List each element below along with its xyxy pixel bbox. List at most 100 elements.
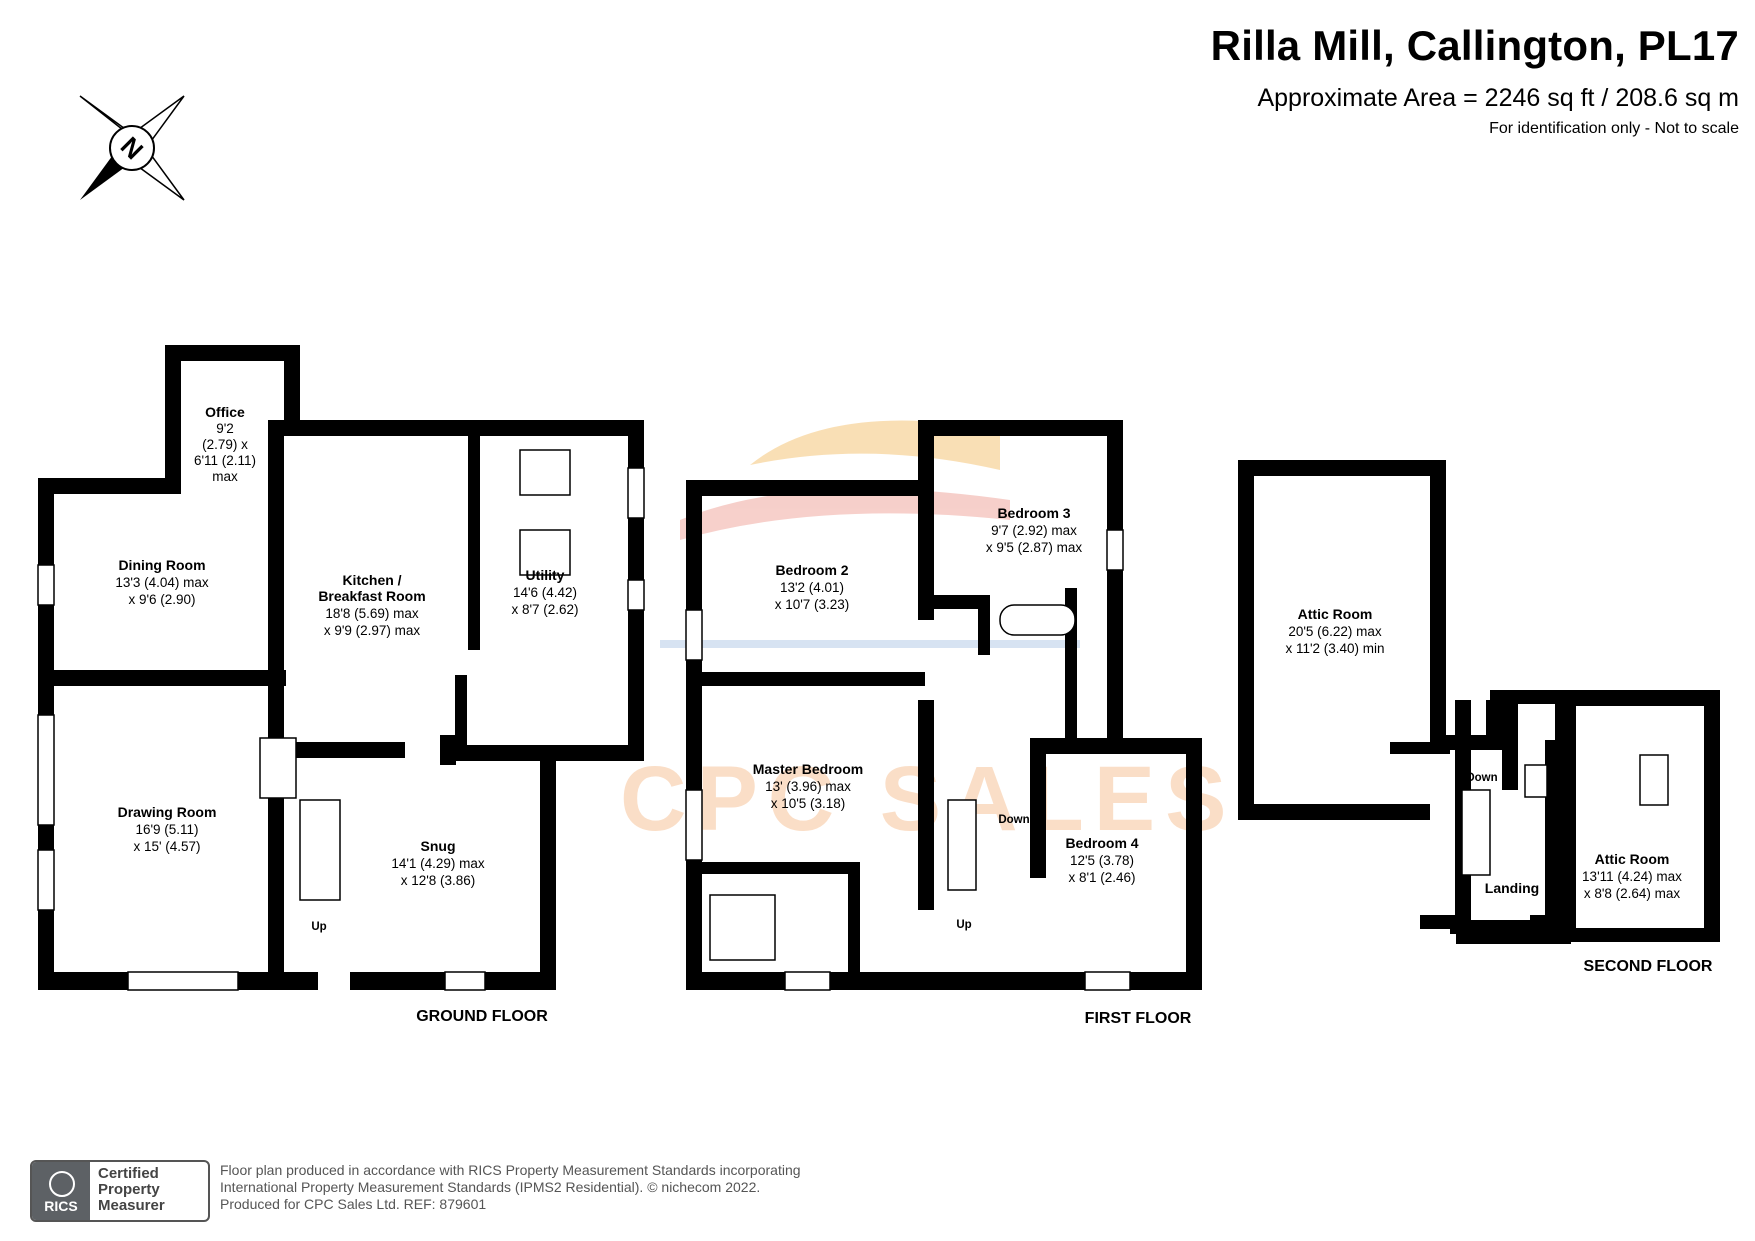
skylight	[1524, 764, 1548, 798]
wall	[1560, 690, 1720, 706]
room-dims: max	[212, 469, 238, 484]
room-name-kitchen: Kitchen /	[342, 572, 401, 588]
wall	[468, 420, 480, 650]
staircase	[1461, 789, 1491, 876]
room-dims: 12'5 (3.78)	[1070, 853, 1134, 868]
window	[784, 971, 831, 991]
wall	[1390, 742, 1450, 754]
wall	[686, 480, 926, 496]
window	[444, 971, 486, 991]
window	[1084, 971, 1131, 991]
room-dims: x 9'9 (2.97) max	[324, 623, 421, 638]
wall	[454, 420, 644, 436]
wall	[1186, 738, 1202, 990]
wall	[848, 874, 860, 974]
bathtub	[999, 604, 1076, 636]
room-dims: 9'7 (2.92) max	[991, 523, 1077, 538]
badge-line: Measurer	[98, 1197, 165, 1214]
wall	[38, 478, 168, 494]
wall	[455, 675, 467, 755]
wall	[38, 670, 286, 686]
window	[627, 579, 645, 611]
wall	[1502, 690, 1518, 790]
shower	[709, 894, 776, 961]
room-dims: x 12'8 (3.86)	[401, 873, 476, 888]
compass-dial	[109, 125, 155, 171]
room-name-drawing: Drawing Room	[118, 804, 217, 820]
wall	[280, 742, 405, 758]
wall	[978, 595, 990, 655]
room-dims: 18'8 (5.69) max	[325, 606, 419, 621]
window	[37, 849, 55, 911]
room-name-snug: Snug	[421, 838, 456, 854]
footer-line: Produced for CPC Sales Ltd. REF: 879601	[220, 1196, 487, 1212]
window	[37, 714, 55, 826]
badge-line: Certified	[98, 1165, 159, 1182]
wall	[165, 345, 181, 494]
badge-line: Property	[98, 1181, 160, 1198]
room-dims: 14'6 (4.42)	[513, 585, 577, 600]
footer-line: International Property Measurement Stand…	[220, 1179, 761, 1195]
staircase	[299, 799, 341, 901]
wall	[440, 735, 456, 765]
window	[37, 564, 55, 606]
room-name-office: Office	[205, 404, 245, 420]
room-dims: x 10'7 (3.23)	[775, 597, 850, 612]
rics-lion-icon	[49, 1171, 75, 1197]
room-dims: 13'11 (4.24) max	[1582, 869, 1682, 884]
wall	[1238, 460, 1254, 820]
fireplace	[259, 737, 297, 799]
wall	[268, 420, 284, 670]
room-dims: 14'1 (4.29) max	[391, 856, 485, 871]
wall	[1430, 460, 1446, 750]
window	[685, 789, 703, 861]
room-name-bedroom-4: Bedroom 4	[1065, 835, 1138, 851]
watermark-swoosh-mid	[680, 488, 1010, 540]
wall	[1238, 804, 1430, 820]
wall	[1560, 690, 1576, 940]
footer: RICS Certified Property Measurer Floor p…	[30, 1160, 930, 1222]
room-dims: 16'9 (5.11)	[135, 822, 198, 837]
appliance	[519, 529, 571, 576]
window	[127, 971, 239, 991]
first-floor-labels: Bedroom 2 13'2 (4.01) x 10'7 (3.23) Bedr…	[753, 505, 1192, 1027]
wall	[1420, 915, 1455, 929]
badge-text: Certified Property Measurer	[98, 1166, 165, 1214]
room-dims: 6'11 (2.11)	[194, 453, 256, 468]
wall	[1560, 928, 1720, 942]
room-name-master-bedroom: Master Bedroom	[753, 761, 863, 777]
window	[627, 467, 645, 519]
room-dims: 20'5 (6.22) max	[1288, 624, 1382, 639]
wall	[1107, 420, 1123, 740]
footer-notes: Floor plan produced in accordance with R…	[220, 1162, 801, 1213]
window	[685, 609, 703, 661]
wall	[268, 685, 284, 975]
room-dims: 9'2	[216, 421, 234, 436]
plan-title: Rilla Mill, Callington, PL17	[1210, 22, 1739, 69]
wall	[934, 595, 984, 609]
wall	[686, 480, 702, 990]
room-dims: x 10'5 (3.18)	[771, 796, 846, 811]
appliance	[519, 449, 571, 496]
room-dims: (2.79) x	[202, 437, 248, 452]
wall	[1030, 738, 1046, 878]
wall	[1486, 700, 1502, 740]
wall	[1238, 460, 1446, 476]
room-name-landing: Landing	[1485, 880, 1539, 896]
room-dims: 13' (3.96) max	[765, 779, 851, 794]
wall	[700, 862, 860, 874]
rics-logo-text: RICS	[44, 1198, 78, 1214]
wall	[918, 420, 934, 620]
room-dims: 13'3 (4.04) max	[115, 575, 209, 590]
wall	[918, 700, 934, 910]
stair-up-label: Up	[311, 921, 326, 933]
second-floor-labels: Attic Room 20'5 (6.22) max x 11'2 (3.40)…	[1285, 606, 1712, 975]
wall	[1456, 932, 1571, 944]
room-dims: x 9'6 (2.90)	[128, 592, 195, 607]
stair-up-label: Up	[956, 919, 971, 931]
room-name-attic-room: Attic Room	[1298, 606, 1373, 622]
wall	[284, 420, 454, 436]
watermark-line	[660, 640, 1080, 648]
wall	[1545, 740, 1561, 930]
